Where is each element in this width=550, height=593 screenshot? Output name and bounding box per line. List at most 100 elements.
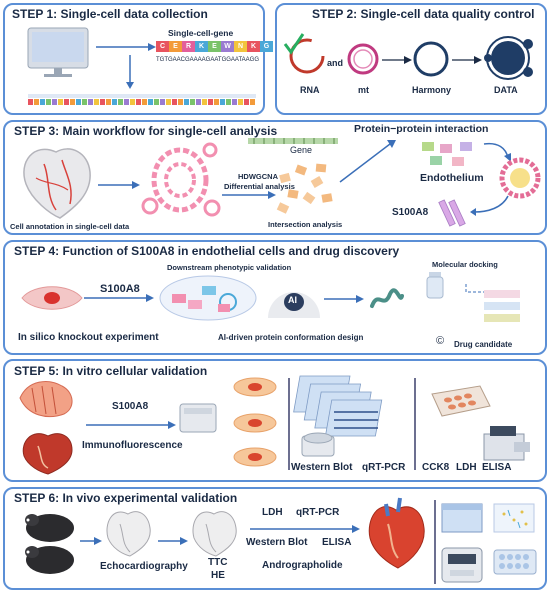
arrow-to-gene: [96, 43, 156, 51]
sequence-base-mark: [40, 99, 45, 105]
phenotype-cells-illustration: [159, 275, 257, 321]
bracket-divider-3: [434, 500, 436, 584]
gene-letter: E: [208, 41, 221, 52]
qrtpcr-label-step5: qRT-PCR: [362, 462, 406, 473]
ldh-label-step5: LDH: [456, 462, 477, 473]
sequence-base-mark: [142, 99, 147, 105]
gene-letter: K: [247, 41, 260, 52]
arrow-echo-ttc: [158, 537, 188, 545]
sequence-base-mark: [220, 99, 225, 105]
echocardiography-label: Echocardiography: [100, 561, 188, 572]
cell-knockout-icon: [21, 286, 83, 310]
cell-annotation-label: Cell annotation in single-cell data: [10, 222, 130, 231]
plate-reader-icon: [483, 426, 530, 461]
gene-letter: K: [195, 41, 208, 52]
sequence-base-mark: [70, 99, 75, 105]
sequence-base-mark: [130, 99, 135, 105]
sequence-base-mark: [118, 99, 123, 105]
sequence-base-mark: [148, 99, 153, 105]
cck8-label: CCK8: [422, 462, 450, 473]
s100a8-label-step3: S100A8: [392, 207, 429, 218]
sequence-base-mark: [238, 99, 243, 105]
gene-letter-row: C E R K E W N K G: [156, 41, 276, 52]
ttc-label: TTC: [208, 557, 228, 568]
endothelium-vessel-icon: [499, 157, 541, 199]
molecular-docking-label: Molecular docking: [432, 260, 498, 269]
sequence-base-mark: [190, 99, 195, 105]
culture-dish-2: [233, 413, 277, 433]
ai-dome-icon: [268, 292, 320, 318]
intersection-analysis-label: Intersection analysis: [268, 220, 343, 229]
sequence-base-mark: [208, 99, 213, 105]
protein-ribbon-icon: [370, 288, 404, 308]
sequence-base-mark: [184, 99, 189, 105]
ai-design-label: AI-driven protein conformation design: [218, 333, 364, 342]
arrow-heart-cells: [98, 181, 140, 189]
western-blot-label-step6: Western Blot: [246, 537, 308, 548]
pcr-machine-icon: [441, 547, 483, 583]
ppi-label: Protein−protein interaction: [354, 123, 489, 135]
sequence-base-mark: [196, 99, 201, 105]
data-label: DATA: [494, 85, 518, 95]
arrow-cells-intersection: [222, 191, 276, 199]
elisa-label-step5: ELISA: [482, 462, 512, 473]
sequence-base-mark: [58, 99, 63, 105]
arrow-mice-echo: [80, 537, 102, 545]
sequence-base-mark: [136, 99, 141, 105]
mt-label: mt: [358, 85, 369, 95]
arrow-endothelium-s100a8: [470, 195, 509, 216]
harmony-label: Harmony: [412, 85, 452, 95]
sequence-base-mark: [244, 99, 249, 105]
sequence-barcode-strip: [28, 94, 256, 105]
step5-title: STEP 5: In vitro cellular validation: [14, 364, 208, 378]
gene-blocks-illustration: [276, 163, 333, 214]
arrow-ttc-assays: [250, 525, 360, 533]
sequence-base-mark: [28, 99, 33, 105]
differential-analysis-label: Differential analysis: [224, 182, 295, 191]
sequence-base-mark: [124, 99, 129, 105]
sequence-base-mark: [34, 99, 39, 105]
arrow-down-to-sequence: [126, 55, 134, 89]
single-cell-gene-label: Single-cell-gene: [168, 28, 234, 38]
s100a8-label-step4: S100A8: [100, 283, 140, 295]
culture-dish-1: [233, 377, 277, 397]
rna-label: RNA: [300, 85, 320, 95]
harmony-circle-icon: [413, 41, 449, 77]
heart-tissue-illustration: [19, 381, 73, 418]
multiwell-plate-icon: [431, 385, 491, 417]
sequence-base-mark: [178, 99, 183, 105]
copyright-symbol: ©: [436, 335, 445, 347]
sequence-base-mark: [94, 99, 99, 105]
elisa-plate-icon: [493, 549, 537, 575]
sequence-base-mark: [250, 99, 255, 105]
sequence-base-mark: [82, 99, 87, 105]
data-network-icon: [484, 36, 533, 80]
rna-check-icon: [283, 33, 325, 74]
echo-heart-icon: [106, 511, 151, 557]
and-label: and: [327, 58, 344, 68]
gene-letter: G: [260, 41, 273, 52]
mouse-1-icon: [25, 514, 74, 542]
ldh-label-step6: LDH: [262, 507, 283, 518]
sequence-base-mark: [46, 99, 51, 105]
ttc-heart-icon: [192, 511, 237, 557]
hdwgcna-label: HDWGCNA: [238, 172, 278, 181]
arrow-ppi-endothelium: [483, 142, 511, 162]
gel-slide-icon: [441, 503, 483, 533]
gene-letter: N: [234, 41, 247, 52]
sequence-base-mark: [88, 99, 93, 105]
heart-illustration: [23, 148, 91, 219]
docking-strips-icon: [465, 284, 520, 322]
sequence-base-mark: [226, 99, 231, 105]
centrifuge-icon: [301, 432, 335, 457]
sequence-base-mark: [52, 99, 57, 105]
step4-title: STEP 4: Function of S100A8 in endothelia…: [14, 244, 400, 258]
sequence-base-mark: [214, 99, 219, 105]
sequence-base-mark: [172, 99, 177, 105]
s100a8-protein-icon: [438, 199, 466, 227]
heart-section-illustration: [22, 433, 73, 475]
endothelium-label: Endothelium: [420, 172, 484, 184]
ppi-blocks-illustration: [422, 142, 472, 166]
arrow-mt-harmony: [382, 56, 412, 64]
bracket-divider-2: [414, 378, 416, 470]
